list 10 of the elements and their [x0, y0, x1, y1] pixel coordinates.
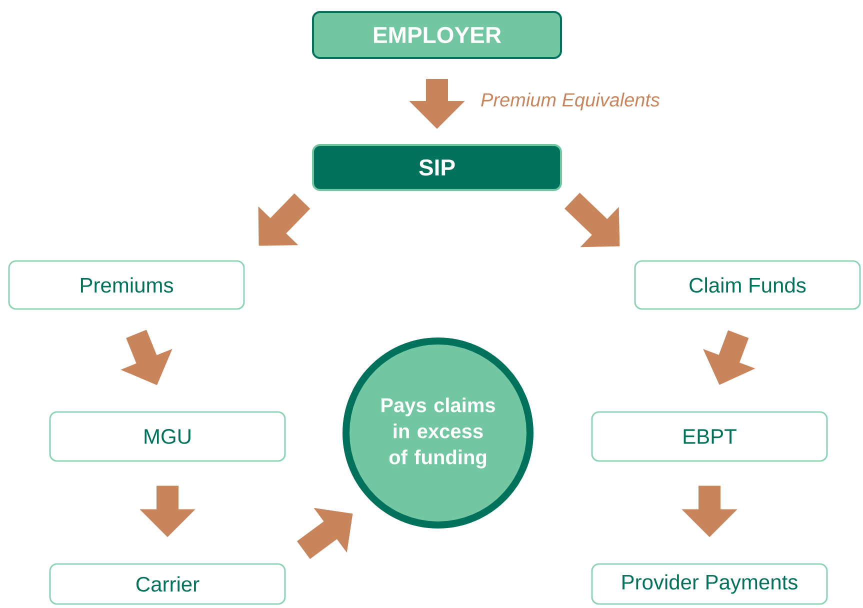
- process-box: EMPLOYER: [312, 11, 562, 59]
- process-box: EBPT: [591, 411, 828, 462]
- edge-label: Premium Equivalents: [481, 92, 660, 110]
- process-box: MGU: [49, 411, 286, 462]
- process-box: SIP: [312, 144, 562, 191]
- process-box: Carrier: [49, 563, 286, 605]
- process-box: Provider Payments: [591, 563, 828, 605]
- process-box: Premiums: [8, 260, 245, 310]
- block-arrow: [258, 193, 310, 246]
- process-box: Claim Funds: [634, 260, 861, 310]
